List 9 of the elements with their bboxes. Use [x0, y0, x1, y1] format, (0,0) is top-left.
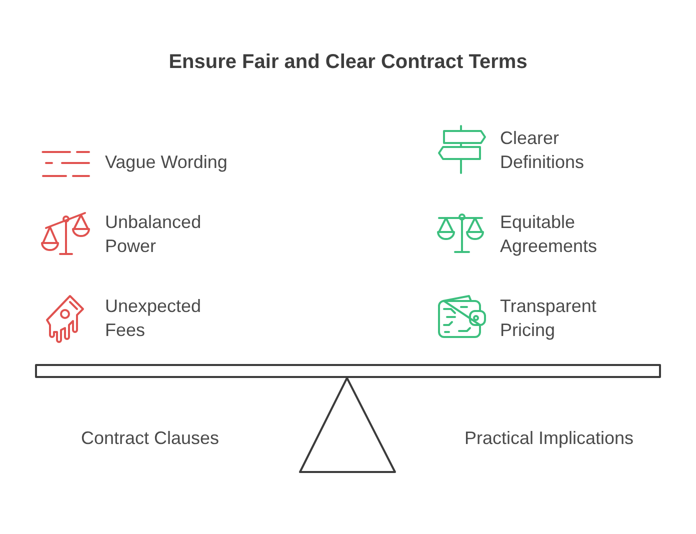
- title: Ensure Fair and Clear Contract Terms: [168, 50, 528, 75]
- item-label: Clearer Definitions: [500, 127, 586, 174]
- side-label: Practical Implications: [463, 427, 635, 450]
- item-label: Vague Wording: [105, 151, 228, 174]
- item-label: Unbalanced Power: [105, 211, 202, 258]
- side-label: Contract Clauses: [80, 427, 220, 450]
- item-label: Transparent Pricing: [500, 295, 598, 342]
- item-label: Equitable Agreements: [500, 211, 598, 258]
- item-label: Unexpected Fees: [105, 295, 202, 342]
